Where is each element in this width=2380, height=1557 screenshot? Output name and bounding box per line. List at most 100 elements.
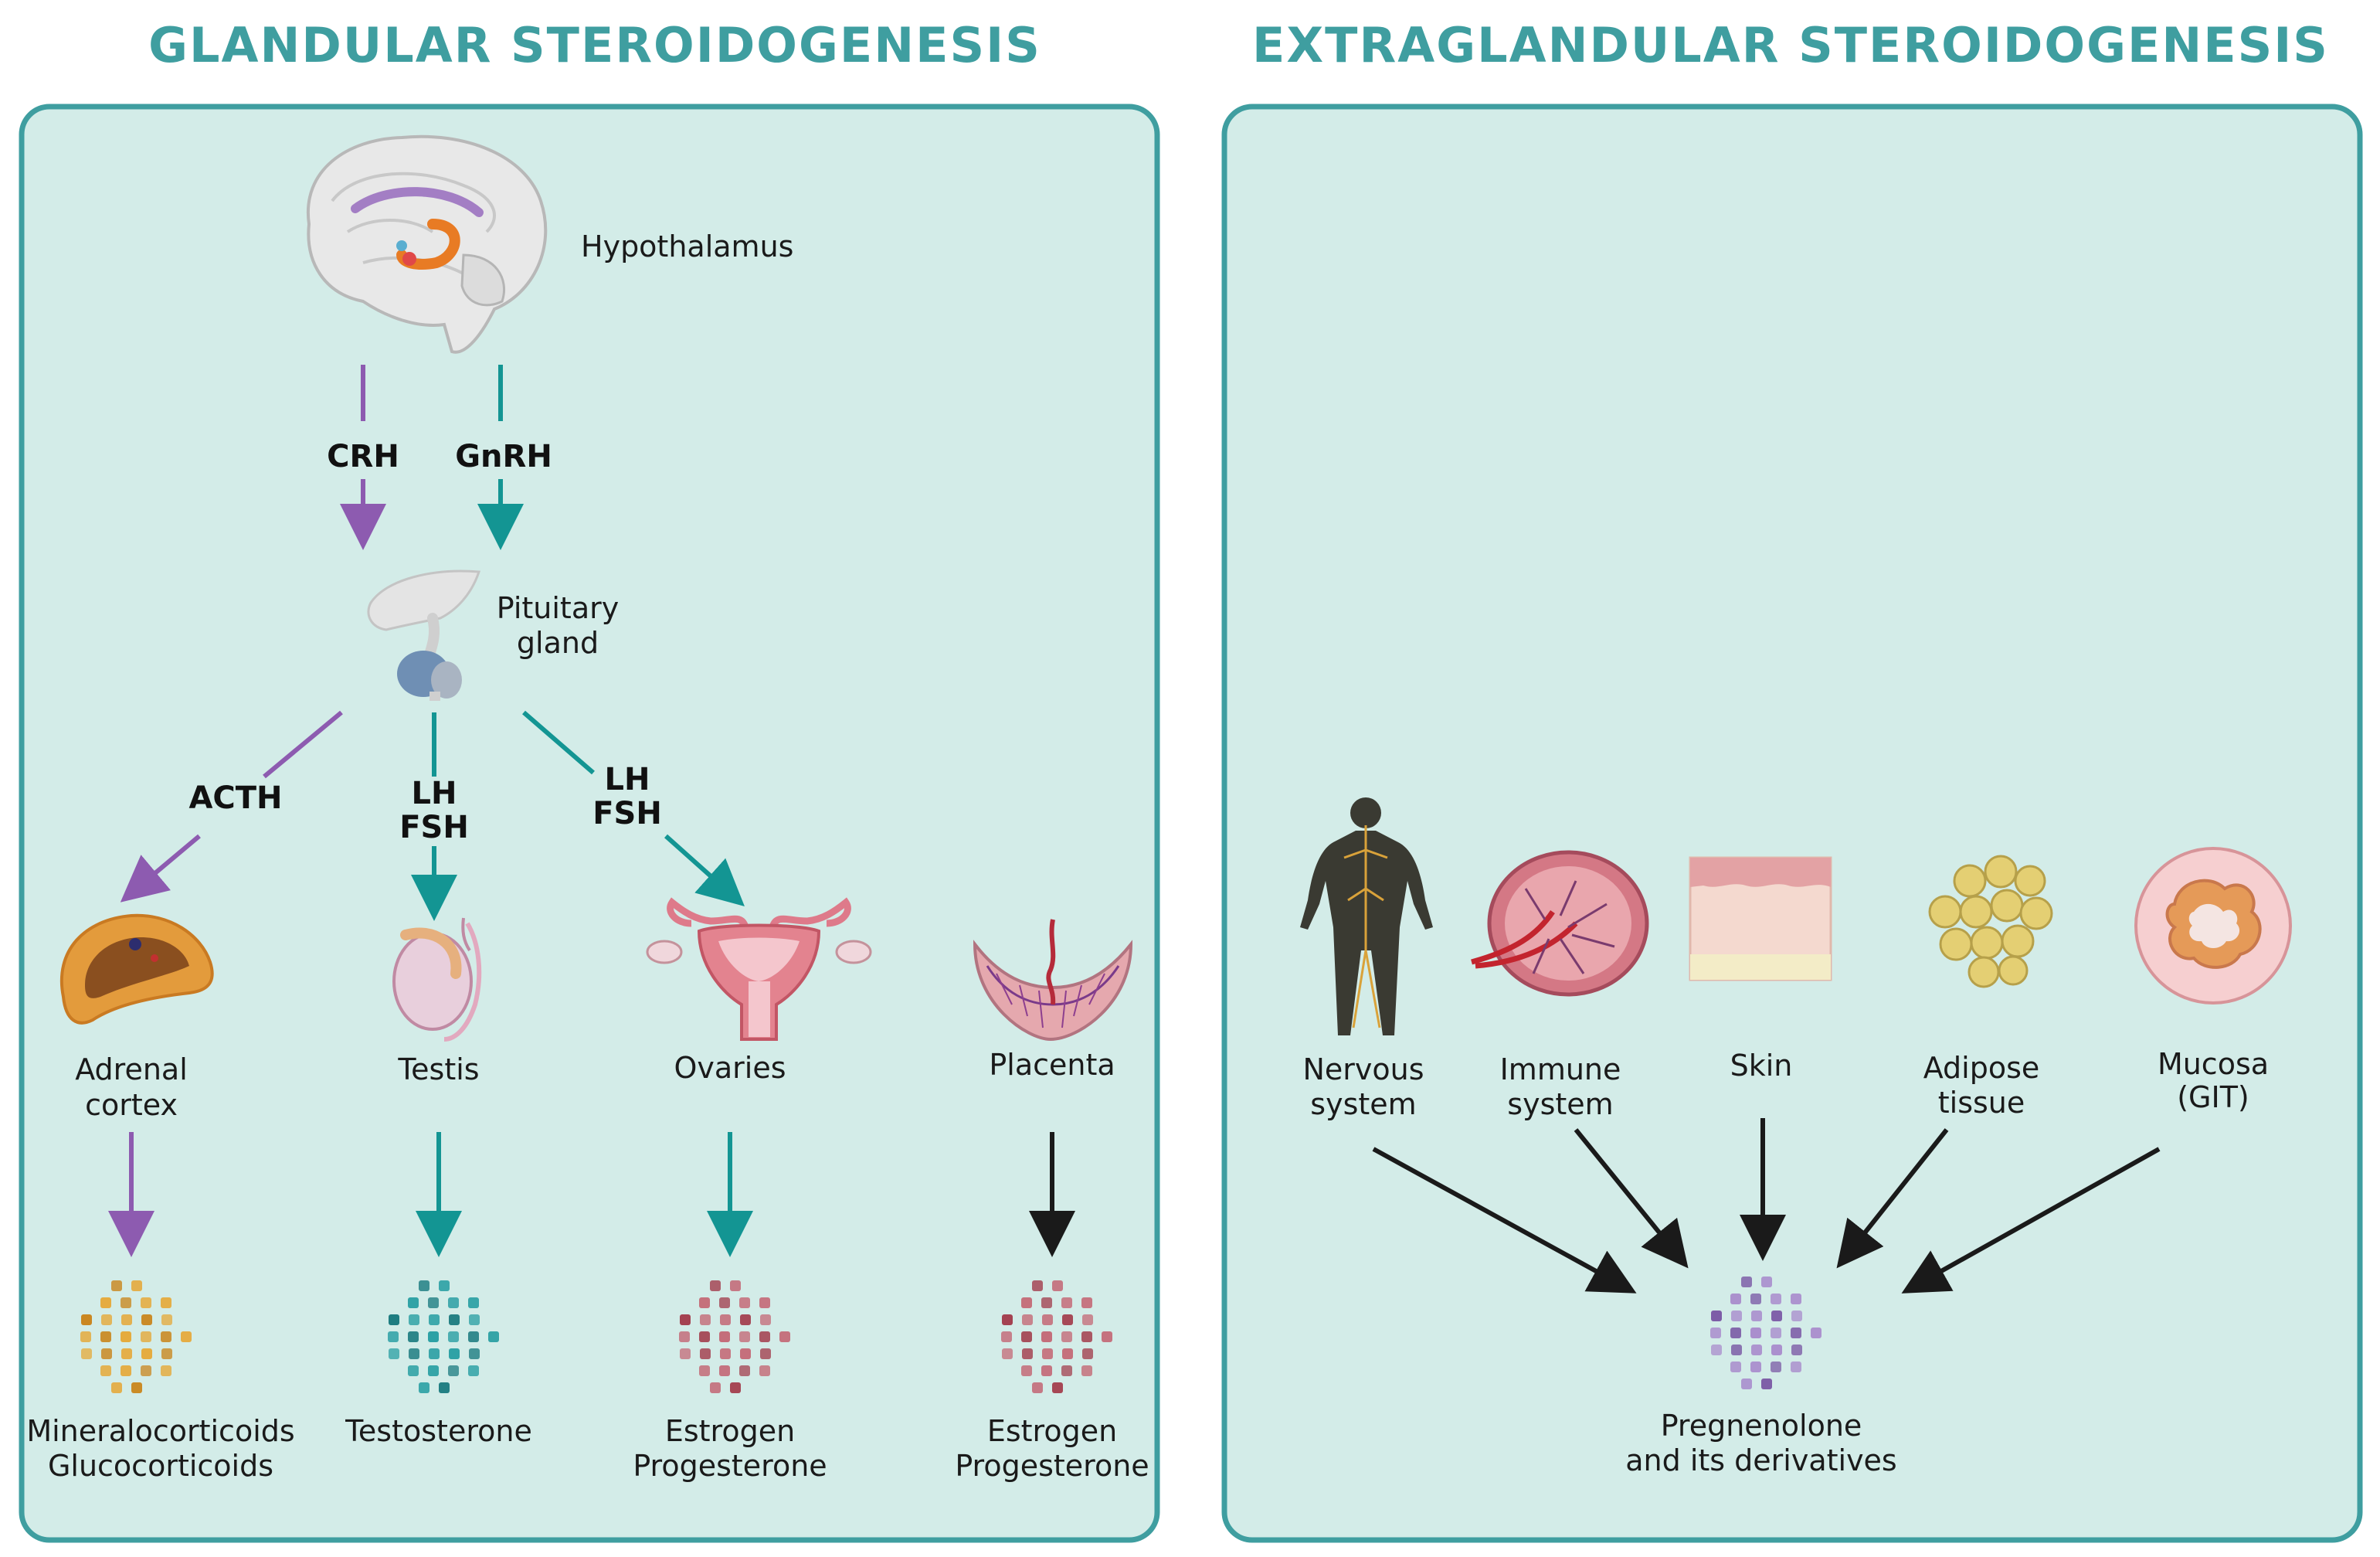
placenta-label: Placenta — [989, 1048, 1115, 1082]
molecule-dot — [161, 1365, 171, 1376]
pituitary-label-line2: gland — [517, 626, 599, 660]
molecule-dot — [720, 1348, 731, 1359]
molecule-dot — [419, 1280, 429, 1291]
molecule-dot — [448, 1297, 459, 1308]
acth-arrow-bottom — [120, 834, 201, 903]
molecule-dot — [739, 1365, 750, 1376]
molecule-dot — [700, 1314, 711, 1325]
molecule-dot — [759, 1297, 770, 1308]
molecule-dot — [1771, 1328, 1781, 1338]
brain-icon — [306, 134, 548, 354]
molecule-dot — [1791, 1362, 1801, 1372]
molecule-dot — [699, 1365, 710, 1376]
glandular-title: GLANDULAR STEROIDOGENESIS — [148, 17, 1041, 73]
molecule-dot — [699, 1331, 710, 1342]
molecule-dot — [1102, 1331, 1112, 1342]
molecule-dot — [1750, 1294, 1761, 1304]
molecule-dot — [1061, 1331, 1072, 1342]
molecule-dot — [141, 1314, 152, 1325]
molecule-dot — [680, 1348, 691, 1359]
molecule-dot — [111, 1280, 122, 1291]
molecule-dot — [1741, 1277, 1752, 1287]
molecule-dot — [1061, 1297, 1072, 1308]
molecule-dot — [710, 1382, 721, 1393]
molecule-dot — [1751, 1345, 1762, 1355]
uterus-icon — [646, 897, 872, 1041]
adrenal-label-line2: cortex — [85, 1088, 178, 1122]
mucosa-arrow — [1901, 1147, 2161, 1294]
skin-label: Skin — [1730, 1049, 1793, 1083]
molecule-dot — [468, 1297, 479, 1308]
nervous-label-line2: system — [1310, 1087, 1416, 1121]
molecule-dot — [759, 1365, 770, 1376]
molecule-dot — [121, 1365, 131, 1376]
immune-arrow — [1574, 1128, 1689, 1269]
immune-label-line1: Immune — [1500, 1052, 1621, 1086]
molecule-dot — [1730, 1362, 1741, 1372]
molecule-dot — [1081, 1365, 1092, 1376]
molecule-dot — [679, 1331, 690, 1342]
molecule-dot — [389, 1348, 399, 1359]
molecule-dot — [1750, 1328, 1761, 1338]
molecule-dot — [740, 1314, 751, 1325]
molecule-dot — [80, 1331, 91, 1342]
molecule-dot — [428, 1331, 439, 1342]
placenta-product-line2: Progesterone — [955, 1449, 1149, 1483]
molecule-dot — [710, 1280, 721, 1291]
molecule-dot — [1062, 1314, 1073, 1325]
testis-icon — [392, 917, 482, 1042]
molecule-dot — [779, 1331, 790, 1342]
molecule-dot — [419, 1382, 429, 1393]
molecule-dot — [1791, 1345, 1802, 1355]
immune-label-line2: system — [1507, 1087, 1613, 1121]
molecule-dot — [699, 1297, 710, 1308]
molecule-dot — [739, 1331, 750, 1342]
molecule-dot — [469, 1348, 480, 1359]
adipose-label-line1: Adipose — [1923, 1051, 2040, 1085]
molecule-dot — [449, 1348, 460, 1359]
molecule-dot — [100, 1365, 111, 1376]
molecule-dot — [161, 1348, 172, 1359]
molecule-dot — [468, 1331, 479, 1342]
testis-product: Testosterone — [345, 1414, 532, 1448]
pregnenolone-label-line2: and its derivatives — [1625, 1443, 1896, 1477]
molecule-dot — [428, 1297, 439, 1308]
placenta-product-line1: Estrogen — [987, 1414, 1117, 1448]
molecule-dot — [488, 1331, 499, 1342]
hypothalamus-label: Hypothalamus — [581, 229, 793, 263]
ovaries-product-line1: Estrogen — [665, 1414, 795, 1448]
molecule-dot — [1771, 1345, 1782, 1355]
molecule-dot — [1022, 1348, 1033, 1359]
molecule-dot — [1741, 1379, 1752, 1389]
adrenal-product-line1: Mineralocorticoids — [26, 1414, 294, 1448]
molecule-dot — [111, 1382, 122, 1393]
molecule-dot — [1042, 1348, 1053, 1359]
lhfsh-ovaries-arrow-bottom — [664, 834, 745, 906]
molecule-dot — [1022, 1314, 1033, 1325]
pituitary-icon — [367, 569, 481, 701]
human-body-icon — [1300, 797, 1433, 1035]
acth-label: ACTH — [188, 780, 282, 816]
lhfsh-ovaries-arrow-top — [522, 710, 595, 775]
molecule-dot — [389, 1314, 399, 1325]
skin-icon — [1689, 856, 1832, 981]
molecule-dot — [1032, 1280, 1043, 1291]
adipose-arrow — [1836, 1128, 1949, 1269]
molecule-dot — [740, 1348, 751, 1359]
molecule-dot — [141, 1297, 151, 1308]
molecule-dot — [181, 1331, 192, 1342]
molecule-dot — [1731, 1311, 1742, 1321]
extraglandular-title: EXTRAGLANDULAR STEROIDOGENESIS — [1252, 17, 2329, 73]
molecule-dot — [101, 1348, 112, 1359]
adipose-icon — [1928, 855, 2053, 988]
molecule-dot — [429, 1314, 440, 1325]
molecule-dot — [1711, 1311, 1722, 1321]
molecule-dot — [739, 1297, 750, 1308]
molecule-dot — [1791, 1294, 1801, 1304]
nervous-label-line1: Nervous — [1302, 1052, 1424, 1086]
molecule-dot — [700, 1348, 711, 1359]
molecule-dot — [121, 1314, 132, 1325]
molecule-dot — [1710, 1328, 1721, 1338]
molecule-dot — [680, 1314, 691, 1325]
lhfsh-testis-lh: LH — [412, 776, 457, 811]
